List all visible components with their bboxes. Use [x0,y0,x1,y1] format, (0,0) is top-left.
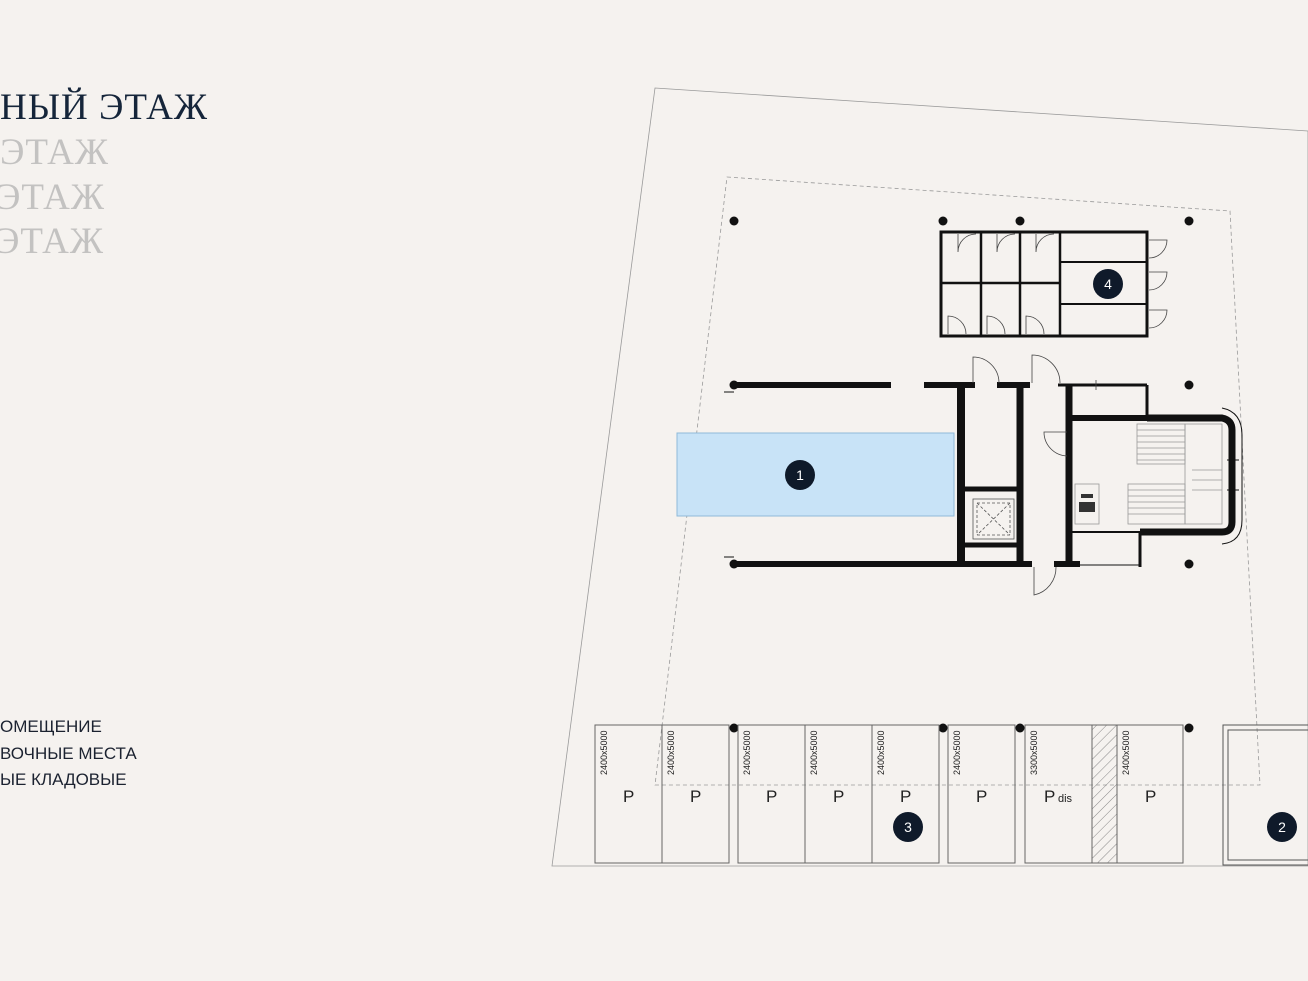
spot-label-3: P [766,787,777,806]
site-boundary [551,87,1308,867]
spot-dim-5: 2400x5000 [876,730,886,775]
spot-dim-1: 2400x5000 [599,730,609,775]
core-doors [972,354,1097,596]
legend-item-storage: ЫЕ КЛАДОВЫЕ [0,770,127,789]
legend-item-premises: ОМЕЩЕНИЕ [0,717,102,736]
spot-sub-7: dis [1058,793,1073,805]
parking-area [594,724,1308,866]
marker-2[interactable]: 2 [1267,812,1297,842]
marker-1[interactable]: 1 [785,460,815,490]
building-footprint [654,176,1261,786]
spot-label-2: P [690,787,701,806]
pool-area [676,432,955,517]
marker-4[interactable]: 4 [1093,269,1123,299]
marker-3[interactable]: 3 [893,812,923,842]
column-dot-icons [729,216,1194,733]
spot-label-8: P [1145,787,1156,806]
spot-dim-4: 2400x5000 [809,730,819,775]
elevator-icon [972,498,1015,540]
spot-label-5: P [900,787,911,806]
marker-4-label: 4 [1104,276,1112,292]
spot-label-7: P [1044,787,1055,806]
floor-tab-ground[interactable]: НЫЙ ЭТАЖ [0,87,209,128]
floor-tab-4[interactable]: ЭТАЖ [0,221,105,262]
spot-dim-7: 3300x5000 [1029,730,1039,775]
spot-dim-8: 2400x5000 [1121,730,1131,775]
stairs-icon [1074,423,1223,525]
storage-rooms [939,230,1168,338]
marker-3-label: 3 [904,819,912,835]
spot-label-6: P [976,787,987,806]
legend-item-parking: ВОЧНЫЕ МЕСТА [0,744,137,763]
floor-tab-3[interactable]: ЭТАЖ [0,177,106,218]
generator-icon [1079,494,1095,512]
marker-2-label: 2 [1278,819,1286,835]
marker-1-label: 1 [796,467,804,483]
spot-label-4: P [833,787,844,806]
spot-label-1: P [623,787,634,806]
parking-spots: 2400x5000 P 2400x5000 P 2400x5000 P 2400… [599,730,1156,806]
spot-dim-3: 2400x5000 [742,730,752,775]
spot-dim-6: 2400x5000 [952,730,962,775]
floor-tab-2[interactable]: ЭТАЖ [0,132,110,173]
spot-dim-2: 2400x5000 [666,730,676,775]
building-walls [724,382,1243,567]
